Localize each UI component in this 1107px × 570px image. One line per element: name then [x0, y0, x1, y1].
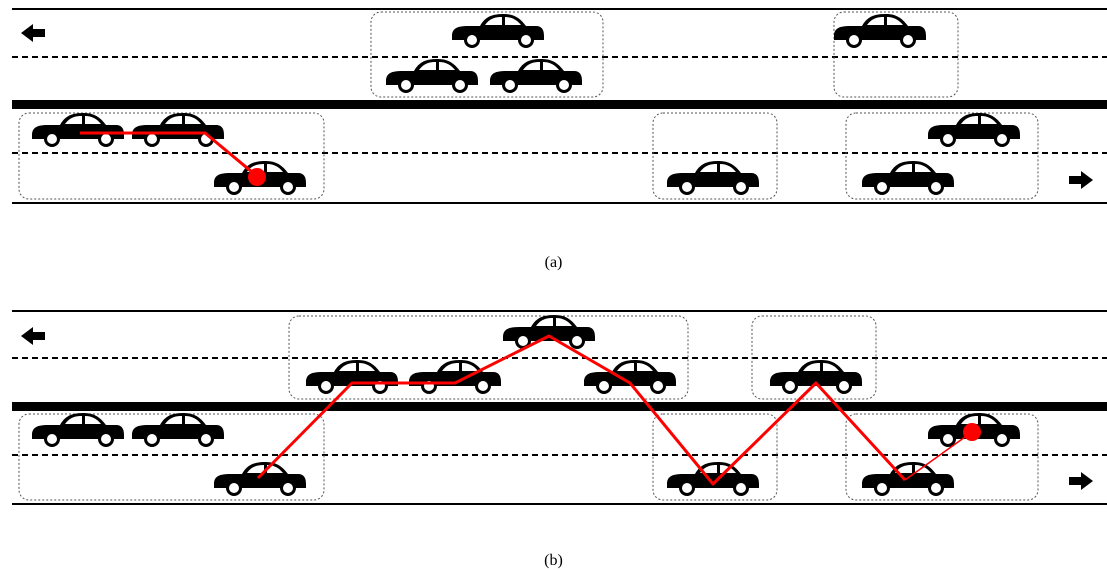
car-icon — [452, 14, 544, 48]
route-path — [80, 131, 259, 179]
panel-b — [12, 310, 1107, 505]
car-icon — [862, 462, 954, 496]
cluster-box — [288, 315, 689, 400]
left-arrow-icon — [21, 327, 45, 345]
car-icon — [667, 462, 759, 496]
car-icon — [490, 59, 582, 93]
cluster-box — [845, 112, 1039, 200]
route-path — [256, 334, 907, 486]
car-icon — [32, 413, 124, 447]
panel-b-caption: (b) — [544, 552, 563, 569]
destination-marker — [963, 423, 981, 441]
panel-a — [12, 8, 1107, 204]
route-path-final — [904, 431, 973, 481]
cluster-box — [833, 11, 959, 98]
cluster-box — [845, 413, 1039, 501]
car-icon — [862, 161, 954, 195]
cluster-box — [370, 11, 604, 98]
car-icon — [132, 113, 224, 147]
car-icon — [409, 360, 501, 394]
cluster-box — [18, 413, 325, 501]
car-icon — [834, 14, 926, 48]
car-icon — [928, 113, 1020, 147]
median-barrier — [12, 100, 1107, 109]
right-arrow-icon — [1069, 472, 1093, 490]
cluster-box — [751, 315, 877, 400]
car-icon — [32, 113, 124, 147]
car-icon — [386, 59, 478, 93]
car-icon — [667, 161, 759, 195]
panel-a-caption: (a) — [544, 254, 563, 271]
right-arrow-icon — [1069, 171, 1093, 189]
car-icon — [214, 462, 306, 496]
cluster-box — [652, 413, 778, 501]
car-icon — [132, 413, 224, 447]
cluster-box — [18, 112, 325, 200]
car-icon — [503, 315, 595, 349]
cluster-box — [652, 112, 778, 200]
left-arrow-icon — [21, 24, 45, 42]
destination-marker — [248, 168, 266, 186]
car-icon — [770, 360, 862, 394]
car-icon — [306, 360, 398, 394]
median-barrier — [12, 402, 1107, 411]
